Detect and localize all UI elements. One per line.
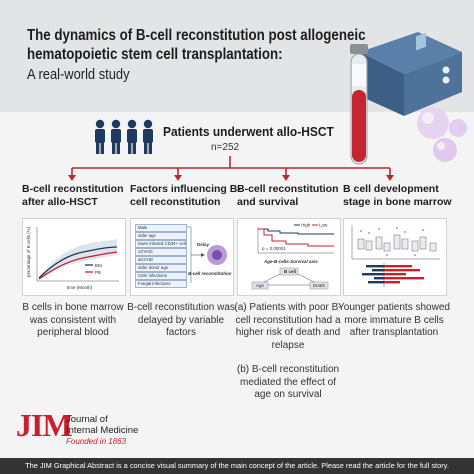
col3-description-a: (a) Patients with poor B-cell reconstitu… [234, 302, 342, 351]
col2-heading: Factors influencing B-cell reconstitutio… [130, 183, 241, 208]
panel-factors: Male older age lower infused CD34+ cells… [130, 218, 234, 296]
legend-low: Low [319, 223, 328, 228]
age-node: Age [256, 283, 265, 288]
title-line-1: The dynamics of B-cell reconstitution po… [27, 27, 366, 44]
blood-tube-icon [350, 44, 368, 165]
page-subtitle: A real-world study [27, 66, 130, 83]
factor-chip: lower infused CD34+ cells [135, 240, 187, 248]
patients-count: n=252 [211, 142, 240, 153]
title-line-2: hematopoietic stem cell transplantation: [27, 46, 283, 63]
journal-name: Journal of Internal Medicine [66, 414, 138, 436]
trend-chart: percentage of B cells (%) BM PB time (Mo… [26, 226, 119, 290]
founded-label: Founded in 1863 [66, 437, 127, 446]
mediator-node: B cell [284, 269, 296, 274]
delay-diagram: Delay B-cell reconstitution [187, 226, 232, 283]
analyzer-device-icon [360, 32, 462, 116]
axis-title: Age-B-cells-Survival axis [263, 259, 318, 264]
factor-chip: CMV infections [135, 272, 187, 280]
trend-ylabel: percentage of B cells (%) [26, 226, 31, 277]
journal-name-line-1: Journal of [66, 414, 108, 425]
legend-pb: PB [95, 270, 101, 275]
panel-survival: High Low p = 0.00001 Age-B-cells-Surviva… [237, 218, 341, 296]
legend-high: High [301, 223, 311, 228]
p-value: p = 0.00001 [262, 246, 286, 251]
jim-logo: JIM [16, 407, 73, 443]
cell-spheres-icon [417, 107, 467, 162]
factor-chip: older age [135, 232, 187, 240]
col2-description: B-cell reconstitution was delayed by var… [127, 302, 235, 338]
col1-heading: B-cell reconstitution after allo-HSCT [22, 183, 124, 208]
panel-b-cell-trend: percentage of B cells (%) BM PB time (Mo… [22, 218, 126, 296]
footer-note: The JIM Graphical Abstract is a concise … [0, 458, 474, 474]
factor-chip: Fungal infections [135, 280, 187, 288]
col3-description-b: (b) B-cell reconstitution mediated the e… [236, 364, 340, 400]
trend-xlabel: time (Month) [67, 285, 93, 290]
col3-heading: B-cell reconstitution and survival [237, 183, 339, 208]
col1-description: B cells in bone marrow was consistent wi… [22, 302, 124, 338]
panel-development-stage [343, 218, 447, 296]
patients-group-icon [95, 119, 153, 154]
outcome-label: B-cell reconstitution [188, 271, 232, 276]
factor-chip: older donor age [135, 264, 187, 272]
factor-chip: Male [135, 224, 187, 232]
patients-heading: Patients underwent allo-HSCT [163, 124, 334, 139]
survival-chart: High Low p = 0.00001 Age-B-cells-Surviva… [251, 223, 334, 290]
factor-chip: cGVHD [135, 248, 187, 256]
lab-illustration [350, 32, 467, 165]
col4-description: Younger patients showed more immature B … [338, 302, 450, 338]
development-chart [351, 225, 440, 287]
legend-bm: BM [95, 263, 102, 268]
col4-heading: B cell development stage in bone marrow [343, 183, 452, 208]
delay-label: Delay [197, 242, 210, 247]
death-node: Death [313, 283, 326, 288]
factor-chip: aGVHD [135, 256, 187, 264]
journal-name-line-2: Internal Medicine [66, 425, 139, 436]
page-title: The dynamics of B-cell reconstitution po… [27, 26, 366, 64]
